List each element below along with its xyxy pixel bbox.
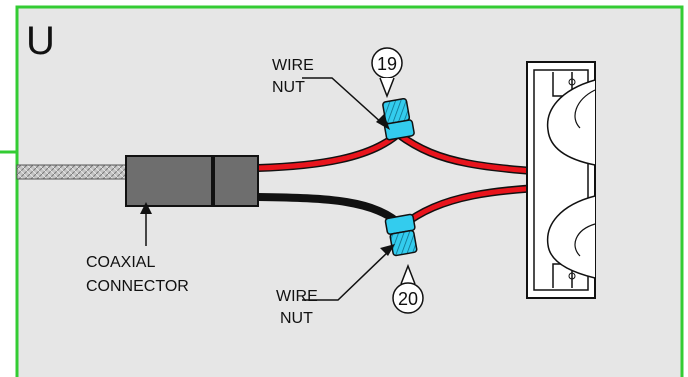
wire-nut-bottom-label-line2: NUT [280,310,313,327]
wire-nut-bottom-label-line1: WIRE [276,288,318,305]
coaxial-label-line1: COAXIAL [86,254,155,271]
leader-arrowheads [140,114,395,256]
coaxial-label-line2: CONNECTOR [86,278,189,295]
panel-letter: U [26,19,55,63]
wire-nut-top-label-line1: WIRE [272,57,314,74]
wire-nut-bottom [384,213,418,257]
callout-20: 20 [392,263,424,314]
wire-nut-top [382,97,415,141]
leader-lines [145,77,391,301]
callout-19-number: 19 [377,54,397,74]
outlet [526,61,596,299]
coaxial-connector [125,155,259,207]
coax-cable [16,164,128,180]
callout-20-number: 20 [398,289,418,309]
callout-19: 19 [371,47,403,99]
wire-nut-top-label-line2: NUT [272,79,305,96]
